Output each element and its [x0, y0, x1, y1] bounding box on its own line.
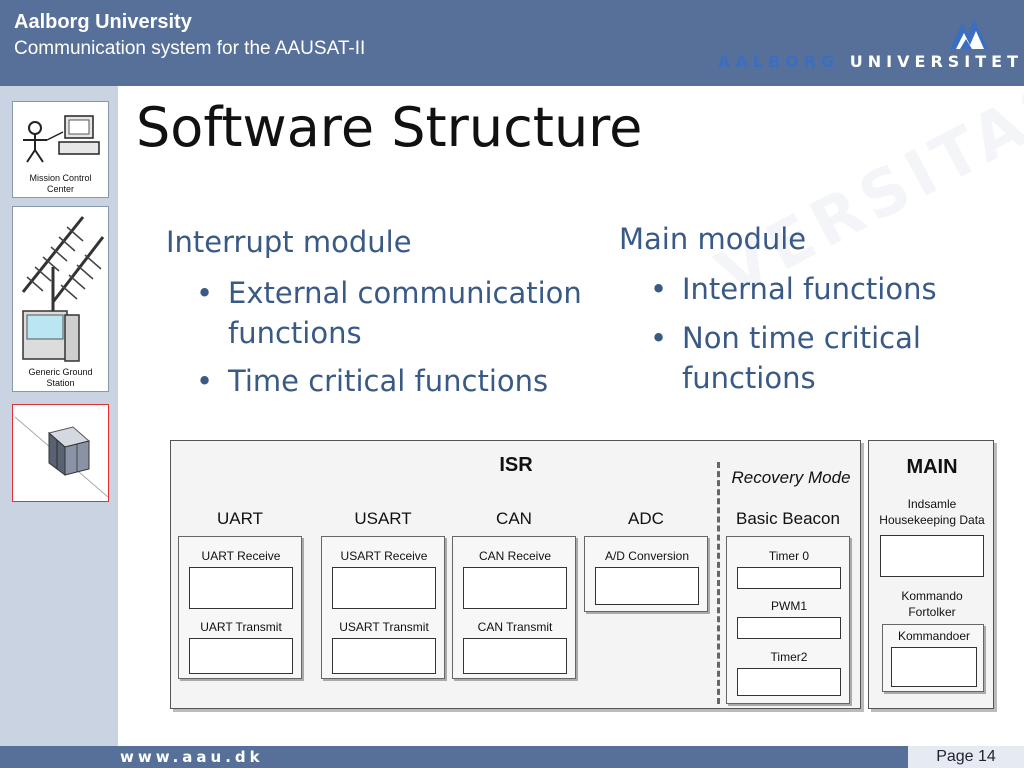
bullet-dot: •: [196, 276, 214, 310]
header-bar: Aalborg University Communication system …: [0, 0, 1024, 86]
tile-satellite[interactable]: [12, 404, 109, 502]
group-label-uart: UART: [217, 509, 263, 528]
slot-label: Timer2: [770, 650, 808, 664]
tile-caption-line-1: Generic Ground: [28, 367, 93, 377]
slot-label: UART Transmit: [200, 620, 282, 634]
slot-box: [189, 638, 293, 674]
commands-label: Kommandoer: [897, 629, 971, 643]
group-label-can: CAN: [496, 509, 532, 528]
slot-box: [595, 567, 699, 605]
footer-url: www.aau.dk: [120, 748, 264, 766]
university-logo-icon: [950, 19, 988, 49]
group-can: CAN Receive CAN Transmit: [452, 536, 576, 679]
commands-box: [891, 647, 977, 687]
bullet-line: functions: [682, 361, 816, 395]
bullet-dot: •: [650, 272, 668, 306]
recovery-mode-label: Recovery Mode: [731, 468, 851, 487]
slot-label: A/D Conversion: [604, 549, 690, 563]
bullet-line: Non time critical: [682, 321, 921, 355]
group-commands: Kommandoer: [882, 624, 984, 692]
bullet-line: functions: [228, 316, 362, 350]
slide-title: Software Structure: [136, 96, 643, 159]
bullet-item: • External communication functions: [196, 273, 582, 353]
footer-bar: www.aau.dk Page 14: [0, 746, 1024, 768]
university-logo-text: AALBORG UNIVERSITET: [718, 52, 1023, 71]
logo-text-universitet: UNIVERSITET: [849, 52, 1023, 71]
tile-caption-line-2: Station: [46, 378, 75, 388]
slot-label: PWM1: [771, 599, 807, 613]
bullet-item: • Time critical functions: [196, 361, 549, 401]
command-interpreter-label-line-2: Fortolker: [908, 605, 956, 619]
slot-box: [463, 567, 567, 609]
cubesat-icon: [14, 416, 109, 498]
slot-box: [463, 638, 567, 674]
isr-title: ISR: [499, 454, 533, 476]
page-number: Page 14: [908, 746, 1024, 768]
bullet-dot: •: [650, 321, 668, 355]
group-adc: A/D Conversion: [584, 536, 708, 612]
interrupt-module-heading: Interrupt module: [166, 225, 412, 259]
slot-box: [332, 567, 436, 609]
main-module-heading: Main module: [619, 222, 807, 256]
slot-label: USART Transmit: [339, 620, 429, 634]
group-basic-beacon: Timer 0 PWM1 Timer2: [726, 536, 850, 704]
tile-caption-line-1: Mission Control: [29, 173, 92, 183]
tile-ground-station[interactable]: Generic Ground Station: [12, 206, 109, 392]
slot-box: [737, 617, 841, 639]
sidebar: Mission Control Center Generic Ground St…: [0, 86, 118, 746]
antenna-station-icon: [21, 216, 105, 362]
housekeeping-label-line-2: Housekeeping Data: [879, 513, 985, 527]
group-uart: UART Receive UART Transmit: [178, 536, 302, 679]
tile-caption-line-2: Center: [46, 184, 74, 194]
operator-computer-icon: [23, 115, 100, 163]
housekeeping-box: [880, 535, 984, 577]
slot-box: [737, 668, 841, 696]
slot-box: [737, 567, 841, 589]
group-label-usart: USART: [354, 509, 412, 528]
main-title: MAIN: [906, 456, 958, 478]
logo-text-aalborg: AALBORG: [718, 52, 840, 71]
slot-label: UART Receive: [201, 549, 281, 563]
slot-box: [189, 567, 293, 609]
bullet-item: • Internal functions: [650, 269, 937, 309]
tile-mission-control[interactable]: Mission Control Center: [12, 101, 109, 198]
command-interpreter-label-line-1: Kommando: [901, 589, 963, 603]
slot-label: USART Receive: [340, 549, 428, 563]
recovery-mode-divider: [717, 462, 720, 704]
group-label-basic-beacon: Basic Beacon: [736, 509, 840, 528]
slot-label: CAN Receive: [478, 549, 552, 563]
housekeeping-label-line-1: Indsamle: [907, 497, 957, 511]
slot-box: [332, 638, 436, 674]
bullet-dot: •: [196, 364, 214, 398]
presentation-subtitle: Communication system for the AAUSAT-II: [14, 38, 366, 59]
bullet-item: • Non time critical functions: [650, 318, 921, 398]
bullet-line: Time critical functions: [228, 364, 549, 398]
bullet-line: External communication: [228, 276, 582, 310]
university-name: Aalborg University: [14, 11, 192, 33]
bullet-line: Internal functions: [682, 272, 937, 306]
group-label-adc: ADC: [628, 509, 664, 528]
group-usart: USART Receive USART Transmit: [321, 536, 445, 679]
software-structure-diagram: ISR Recovery Mode MAIN UART USART CAN AD…: [168, 440, 996, 712]
slot-label: Timer 0: [768, 549, 810, 563]
slot-label: CAN Transmit: [477, 620, 553, 634]
